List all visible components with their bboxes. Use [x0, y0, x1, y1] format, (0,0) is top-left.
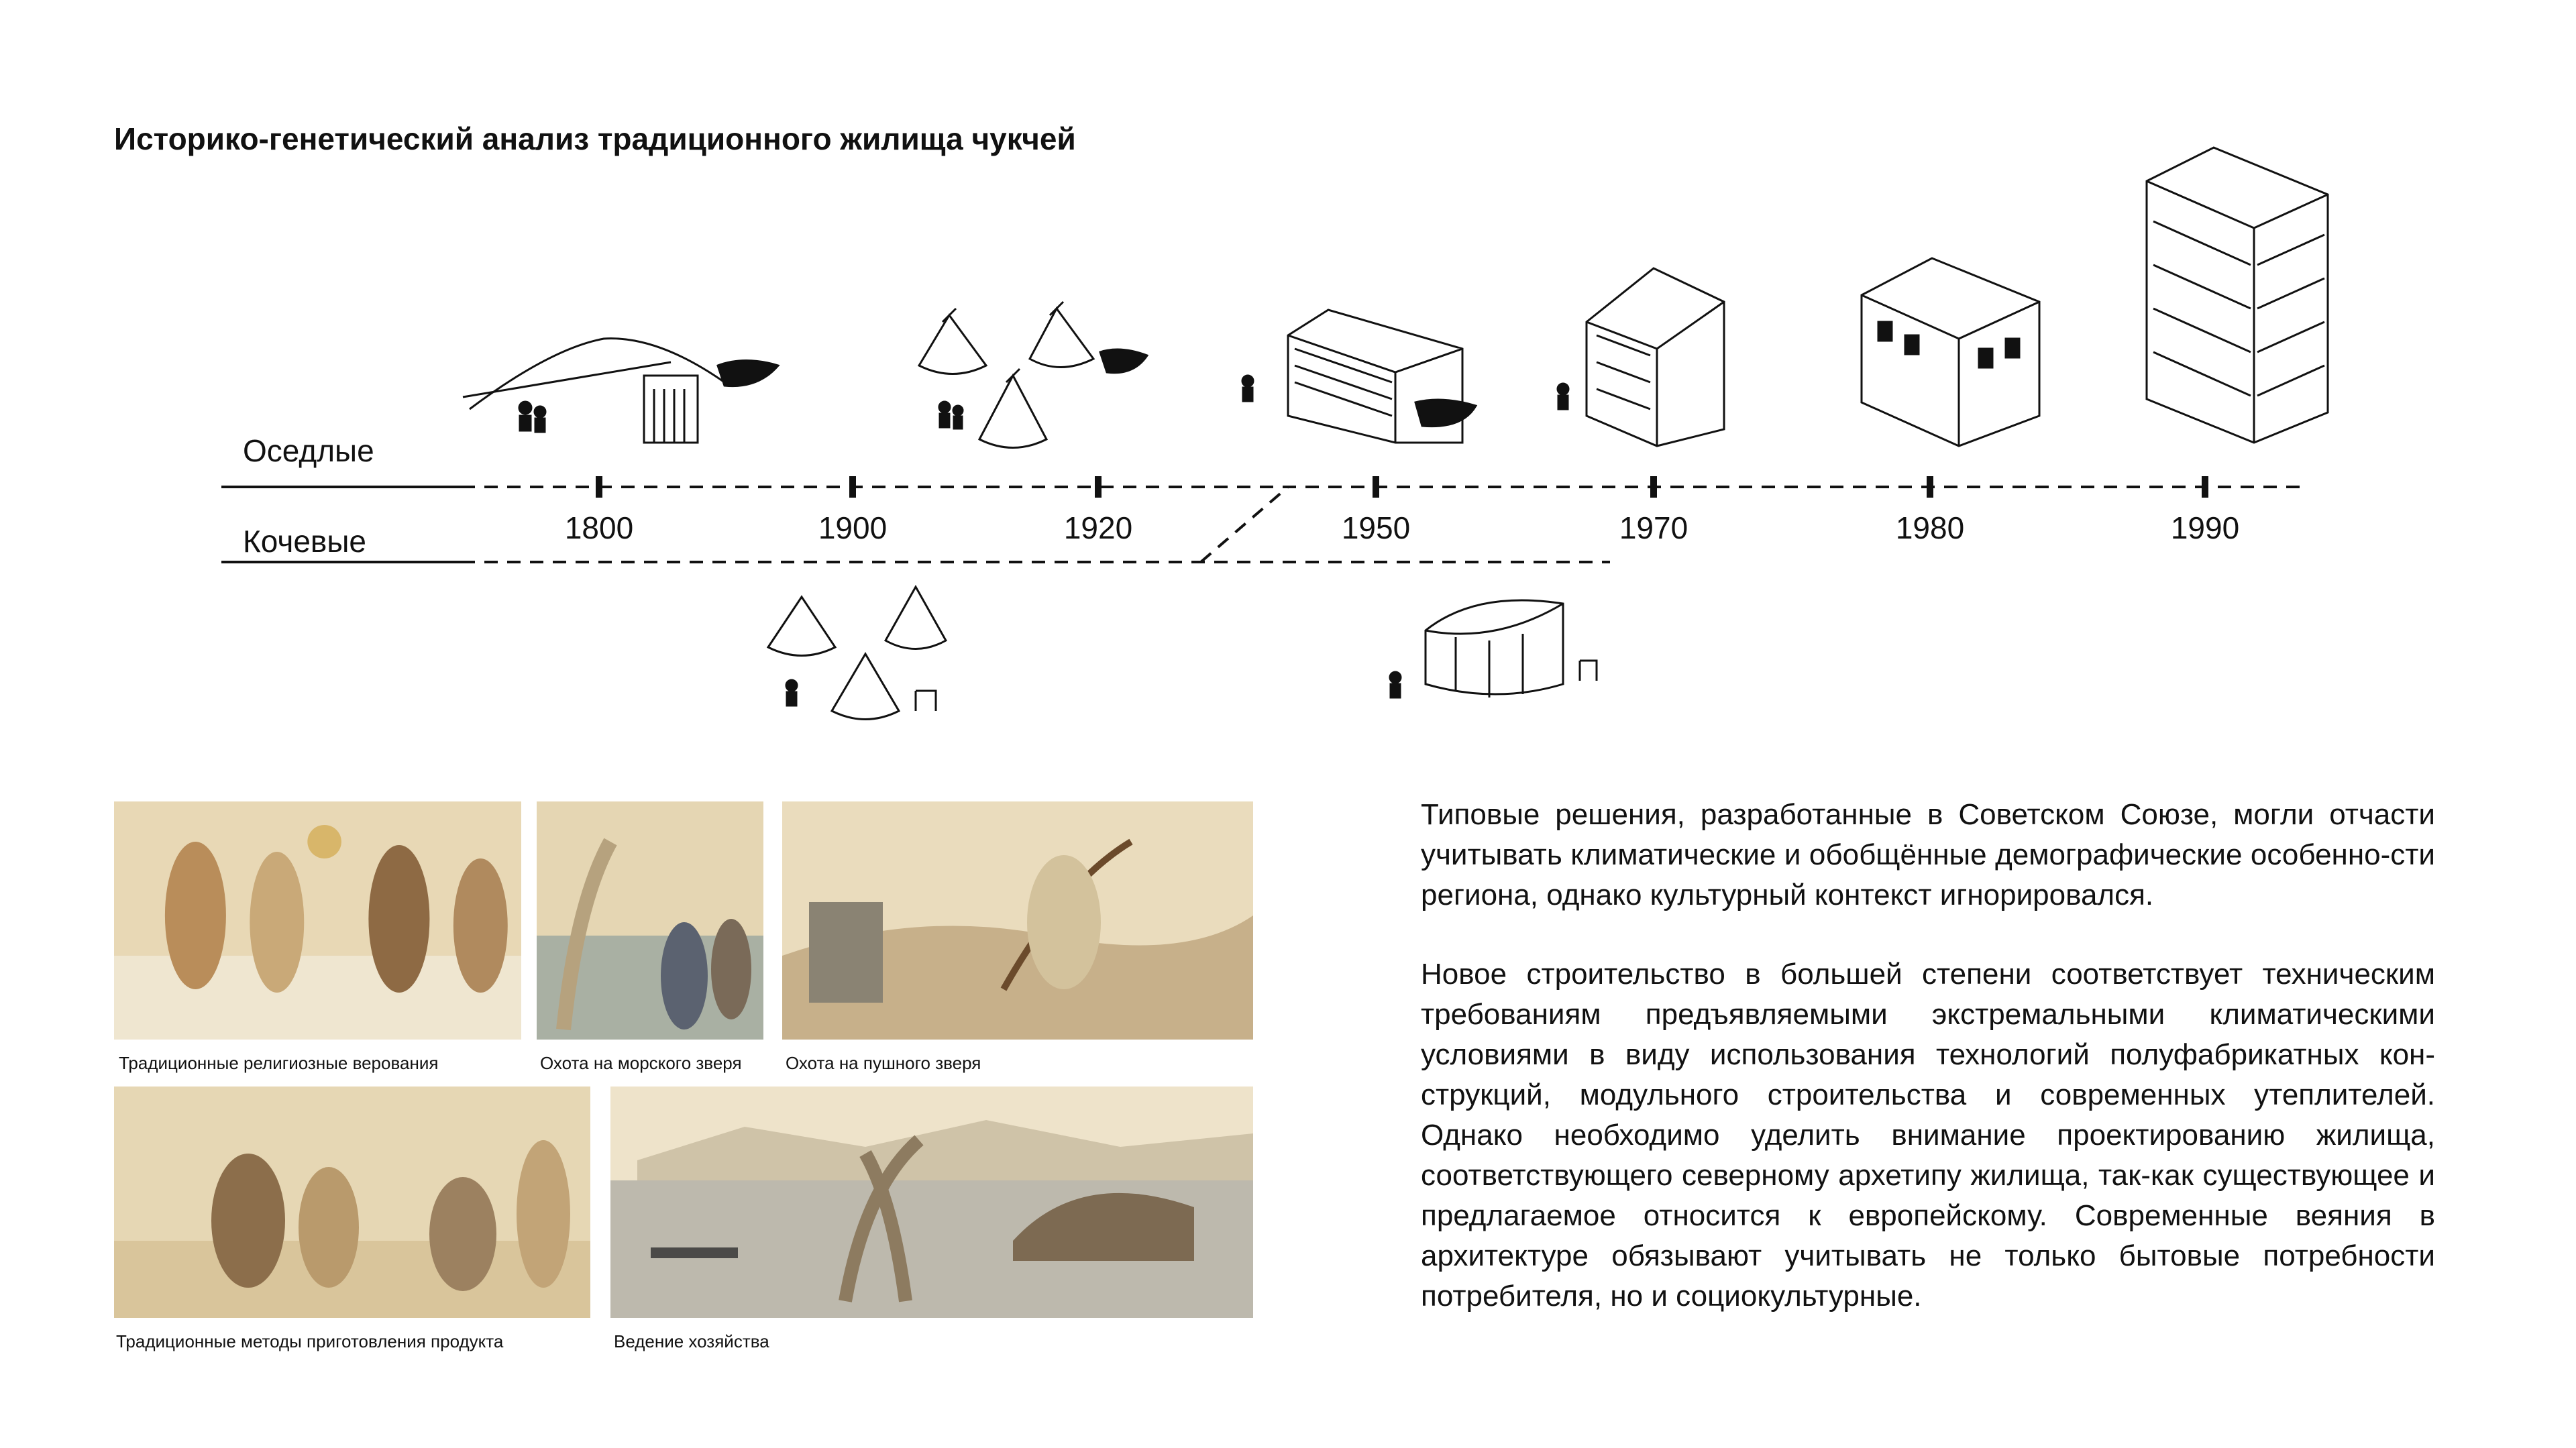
year-label-1970: 1970 [1619, 510, 1688, 545]
nomadic-yurt-icon [1389, 599, 1598, 699]
caption-fur-hunting: Охота на пушного зверя [786, 1053, 981, 1073]
paragraph-2: Новое строительство в большей степени со… [1421, 958, 2435, 1313]
nomadic-yaranga-cluster-icon [766, 584, 948, 720]
two-storey-house-icon [1556, 267, 1725, 447]
year-label-1950: 1950 [1341, 510, 1411, 545]
year-label-1800: 1800 [564, 510, 634, 545]
caption-food: Традиционные методы приготовления продук… [116, 1331, 504, 1351]
year-label-1990: 1990 [2170, 510, 2240, 545]
row-label-settled: Оседлые [243, 433, 374, 468]
paragraph-new-construction: Новое строительство в большей степени со… [1421, 954, 2435, 1317]
illustration-fur-hunting [782, 801, 1253, 1040]
illustration-food [114, 1087, 590, 1318]
caption-sea-hunting: Охота на морского зверя [540, 1053, 742, 1073]
yaranga-cluster-icon [917, 300, 1149, 449]
timeline-lines [221, 486, 2308, 563]
caption-religion: Традиционные религиозные верования [119, 1053, 439, 1073]
paragraph-1: Типовые решения, разработанные в Советск… [1421, 798, 2435, 911]
brick-house-icon [1860, 257, 2041, 447]
year-label-1900: 1900 [818, 510, 888, 545]
illustration-sea-hunting [537, 801, 763, 1040]
page-title: Историко-генетический анализ традиционно… [114, 121, 1076, 156]
illustration-religion [114, 801, 521, 1040]
year-ticks [596, 476, 2208, 498]
year-label-1920: 1920 [1063, 510, 1133, 545]
semi-dugout-icon [462, 337, 780, 444]
apartment-block-icon [2145, 146, 2329, 444]
caption-household: Ведение хозяйства [614, 1331, 769, 1351]
wooden-house-icon [1241, 309, 1478, 444]
row-label-nomadic: Кочевые [243, 524, 366, 559]
timeline-diagram [221, 146, 2329, 720]
year-label-1980: 1980 [1895, 510, 1965, 545]
paragraph-soviet-solutions: Типовые решения, разработанные в Советск… [1421, 795, 2435, 915]
illustration-household [610, 1087, 1253, 1318]
